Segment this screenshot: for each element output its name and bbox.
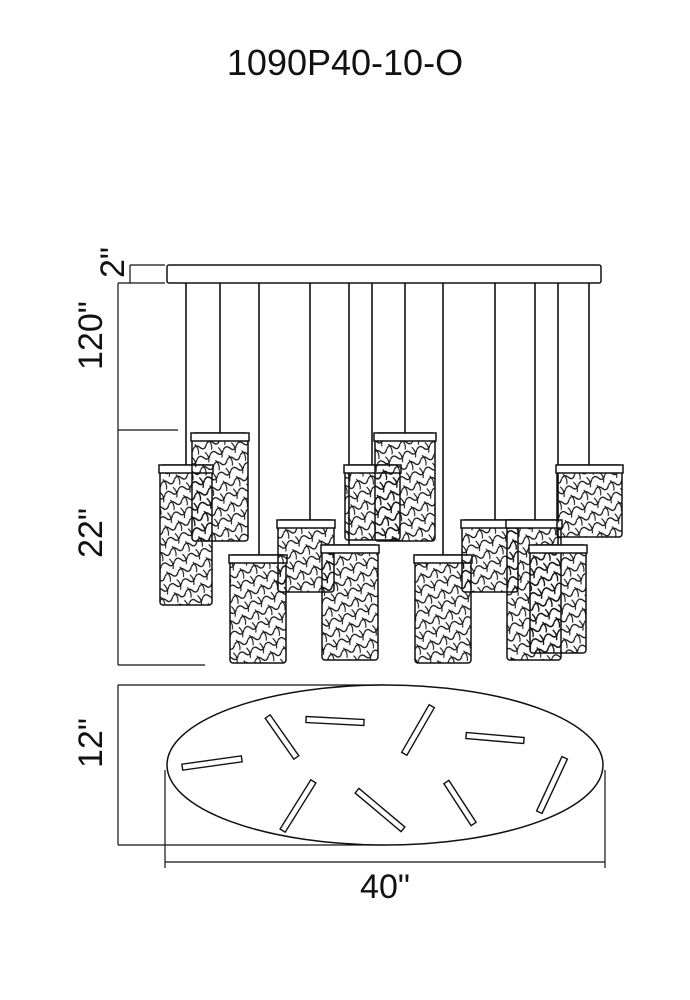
pendant-shade bbox=[320, 544, 380, 661]
pendant-position-marker bbox=[535, 755, 569, 815]
pendant-shades bbox=[158, 432, 624, 664]
pendant-position-marker bbox=[400, 703, 436, 757]
pendant-position-marker bbox=[354, 787, 406, 833]
pendant-position-marker bbox=[181, 755, 243, 771]
pendant-position-marker bbox=[264, 713, 300, 761]
depth-label: 12" bbox=[72, 718, 110, 768]
pendant-position-marker bbox=[442, 779, 478, 827]
pendant-shade bbox=[528, 544, 588, 654]
pendant-shade bbox=[555, 464, 624, 538]
pendant-shade bbox=[460, 519, 520, 593]
width-label: 40" bbox=[360, 868, 410, 906]
pendant-position-marker bbox=[279, 778, 317, 834]
canopy-height-label: 2" bbox=[94, 247, 132, 278]
max-drop-label: 120" bbox=[72, 301, 110, 370]
pendant-shade bbox=[228, 554, 288, 664]
pendant-shade bbox=[413, 554, 473, 664]
height-dimension-lines bbox=[117, 264, 606, 868]
canopy bbox=[166, 264, 602, 284]
model-number-title: 1090P40-10-O bbox=[226, 42, 464, 83]
top-view-pendant-positions bbox=[181, 703, 569, 834]
fixture-height-label: 22" bbox=[72, 508, 110, 558]
pendant-shade bbox=[373, 432, 437, 542]
top-view-canopy bbox=[166, 684, 604, 846]
pendant-shade bbox=[190, 432, 250, 542]
pendant-position-marker bbox=[465, 731, 525, 745]
pendant-position-marker bbox=[305, 715, 365, 727]
